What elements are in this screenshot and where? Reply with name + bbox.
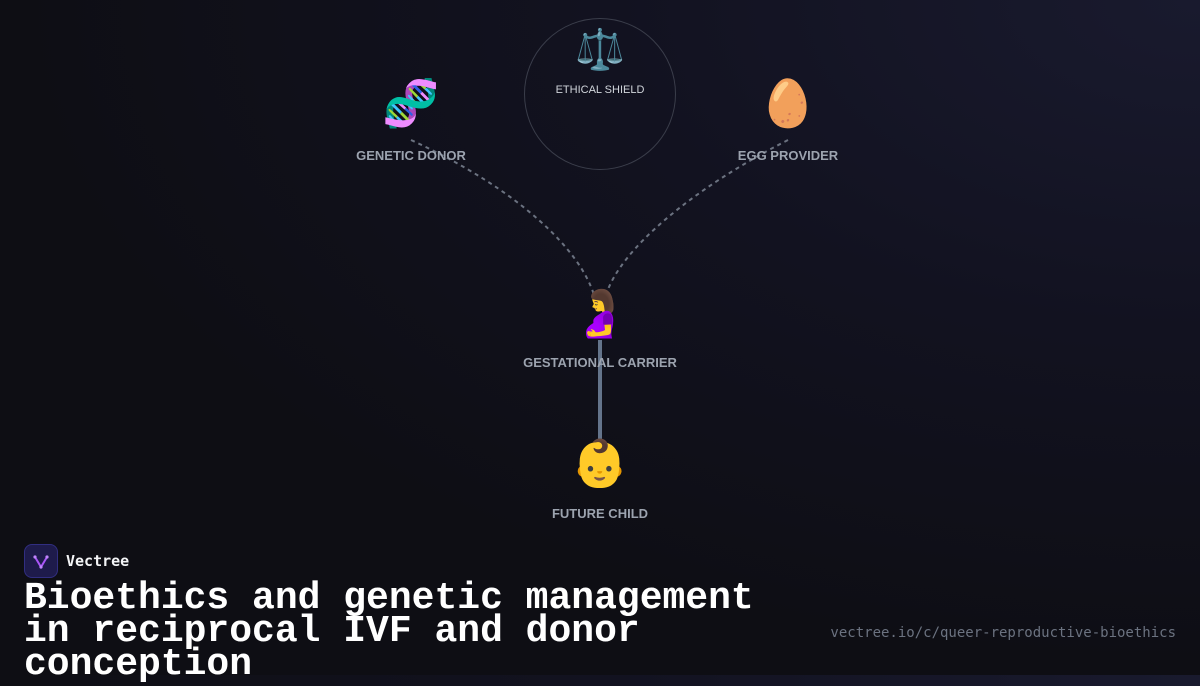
vectree-logo-icon bbox=[24, 544, 58, 578]
brand-name: Vectree bbox=[66, 552, 130, 570]
dna-icon: 🧬 bbox=[382, 76, 440, 130]
edge-egg-provider-to-carrier bbox=[605, 139, 789, 296]
baby-icon: 👶 bbox=[571, 436, 629, 490]
ethical-shield-circle bbox=[524, 18, 676, 170]
genetic-donor-label: GENETIC DONOR bbox=[356, 148, 466, 163]
egg-provider-label: EGG PROVIDER bbox=[737, 148, 839, 163]
gestational-carrier-label: GESTATIONAL CARRIER bbox=[523, 355, 677, 370]
source-url[interactable]: vectree.io/c/queer-reproductive-bioethic… bbox=[830, 625, 1176, 641]
egg-icon: 🥚 bbox=[759, 76, 817, 130]
edge-genetic-donor-to-carrier bbox=[410, 139, 595, 296]
page-title: Bioethics and genetic management in reci… bbox=[24, 577, 754, 686]
future-child-label: FUTURE CHILD bbox=[551, 506, 649, 521]
ethical-shield-label: ETHICAL SHIELD bbox=[555, 84, 645, 96]
brand[interactable]: Vectree bbox=[24, 544, 129, 578]
pregnant-woman-icon: 🤰 bbox=[571, 286, 629, 340]
balance-scale-icon: ⚖️ bbox=[575, 27, 625, 73]
